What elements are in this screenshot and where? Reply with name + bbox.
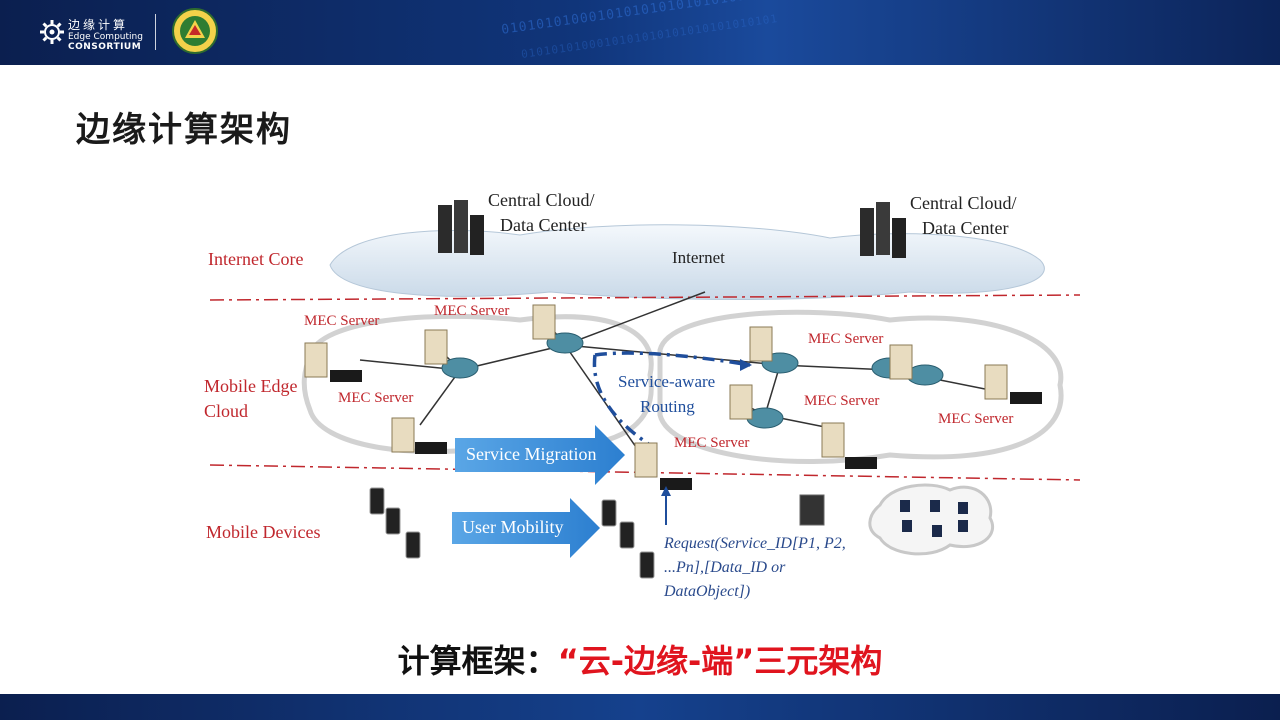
mec-server-label: MEC Server: [808, 331, 884, 347]
logo-en-line2: CONSORTIUM: [68, 42, 142, 52]
request-line2: ...Pn],[Data_ID or: [664, 559, 786, 576]
framework-caption: 计算框架：“云-边缘-端”三元架构: [0, 636, 1280, 682]
phone-icons: [369, 487, 655, 579]
layer-label-cloud: Cloud: [204, 401, 249, 421]
service-aware-routing-path: [592, 351, 751, 447]
diagram-graphics: [209, 200, 1081, 579]
central-cloud-right-line2: Data Center: [922, 218, 1009, 238]
mec-server-label: MEC Server: [304, 313, 380, 329]
framework-prefix: 计算框架：: [397, 642, 558, 680]
tablet-icon: [799, 494, 825, 526]
request-line3: DataObject]): [664, 583, 751, 600]
divider-core-edge: [209, 294, 1081, 301]
edge-architecture-diagram: Internet Core Mobile Edge Cloud Mobile D…: [190, 180, 1090, 610]
service-aware-label: Service-aware: [618, 372, 716, 391]
user-mobility-label: User Mobility: [462, 517, 564, 537]
routing-label: Routing: [640, 397, 695, 416]
mec-server-label: MEC Server: [434, 303, 510, 319]
top-banner: 0101010100010101010101010101010101 01010…: [0, 0, 1280, 65]
server-icons: [304, 304, 1008, 478]
logo-en-line1: Edge Computing: [68, 32, 143, 42]
iot-cloud: [868, 483, 994, 556]
edge-cloud-right: [657, 309, 1064, 464]
ecc-logo: 边缘计算 Edge Computing CONSORTIUM: [38, 10, 158, 54]
data-center-icon-left: [438, 200, 484, 255]
layer-label-mobile-devices: Mobile Devices: [206, 522, 321, 542]
logo-divider: [155, 14, 156, 50]
central-cloud-left-line1: Central Cloud/: [488, 190, 595, 210]
university-seal-icon: [172, 8, 218, 54]
internet-label: Internet: [672, 248, 725, 267]
layer-label-internet-core: Internet Core: [208, 249, 304, 269]
framework-highlight: “云-边缘-端”三元架构: [557, 642, 883, 680]
gear-icon: [40, 20, 64, 44]
central-cloud-left-line2: Data Center: [500, 215, 587, 235]
logo-cn-name: 边缘计算: [68, 18, 129, 32]
service-migration-arrow: [455, 425, 625, 485]
layer-label-mobile-edge: Mobile Edge: [204, 376, 298, 396]
mec-server-label: MEC Server: [338, 390, 414, 406]
mec-server-label: MEC Server: [804, 393, 880, 409]
iot-device-icons: [900, 500, 968, 537]
access-point-icons: [330, 370, 1042, 490]
user-mobility-arrow: [452, 498, 600, 558]
bottom-banner: [0, 694, 1280, 720]
edge-cloud-left: [301, 313, 654, 455]
mec-server-label: MEC Server: [674, 435, 750, 451]
mec-server-label: MEC Server: [938, 411, 1014, 427]
central-cloud-right-line1: Central Cloud/: [910, 193, 1017, 213]
data-center-icon-right: [860, 202, 906, 258]
service-migration-label: Service Migration: [466, 444, 597, 464]
request-text: Request(Service_ID[P1, P2, ...Pn],[Data_…: [664, 532, 846, 604]
page-title: 边缘计算架构: [76, 110, 292, 150]
request-line1: Request(Service_ID[P1, P2,: [664, 535, 846, 552]
